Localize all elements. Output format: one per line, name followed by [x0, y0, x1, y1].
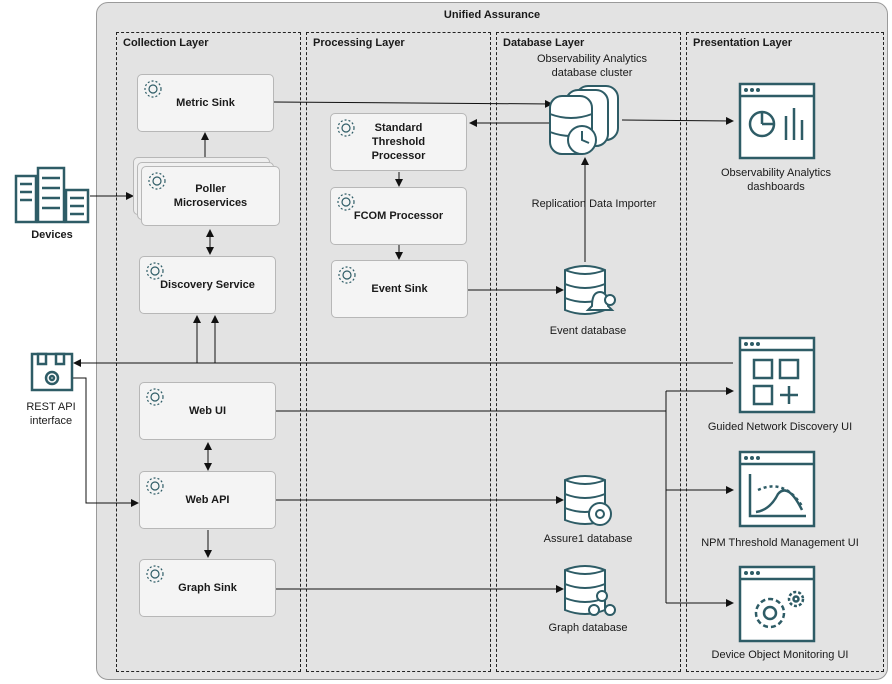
web-api-label: Web API	[185, 494, 230, 506]
rest-api-icon	[30, 352, 74, 392]
collection-layer-title: Collection Layer	[123, 37, 209, 49]
processing-layer: Processing Layer	[306, 32, 491, 672]
metric-sink-label: Metric Sink	[176, 97, 235, 109]
assure1-database-label: Assure1 database	[543, 533, 633, 545]
microservice-icon	[146, 262, 164, 280]
microservice-icon	[146, 388, 164, 406]
devices-icon	[14, 166, 90, 224]
device-object-monitoring-label: Device Object Monitoring UI	[711, 649, 849, 661]
database-layer: Database Layer	[496, 32, 681, 672]
replication-label: Replication Data Importer	[531, 198, 657, 210]
web-api-box[interactable]: Web API	[139, 471, 276, 529]
microservice-icon	[144, 80, 162, 98]
diagram-title: Unified Assurance	[443, 9, 541, 21]
fcom-processor-label: FCOM Processor	[353, 210, 444, 222]
graph-database-label: Graph database	[548, 622, 628, 634]
assure1-database-icon	[564, 475, 612, 526]
graph-sink-label: Graph Sink	[178, 582, 237, 594]
event-database-icon	[564, 265, 616, 315]
device-object-monitoring-icon[interactable]	[738, 565, 816, 643]
standard-threshold-label: Standard Threshold Processor	[371, 122, 426, 162]
graph-sink-box[interactable]: Graph Sink	[139, 559, 276, 617]
standard-threshold-box[interactable]: Standard Threshold Processor	[330, 113, 467, 171]
poller-box[interactable]: Poller Microservices	[141, 166, 280, 226]
event-sink-label: Event Sink	[371, 283, 428, 295]
database-layer-title: Database Layer	[503, 37, 585, 49]
analytics-dashboard-label: Observability Analytics dashboards	[720, 167, 832, 193]
event-database-label: Event database	[549, 325, 627, 337]
discovery-service-box[interactable]: Discovery Service	[139, 256, 276, 314]
microservice-icon	[148, 172, 166, 190]
rest-api-label: REST API interface	[26, 401, 76, 427]
microservice-icon	[338, 266, 356, 284]
microservice-icon	[337, 119, 355, 137]
processing-layer-title: Processing Layer	[313, 37, 405, 49]
guided-discovery-label: Guided Network Discovery UI	[707, 421, 853, 433]
microservice-icon	[146, 477, 164, 495]
discovery-service-label: Discovery Service	[160, 279, 255, 291]
web-ui-box[interactable]: Web UI	[139, 382, 276, 440]
guided-discovery-icon[interactable]	[738, 336, 816, 414]
cluster-label: Observability Analytics database cluster	[536, 53, 648, 79]
microservice-icon	[146, 565, 164, 583]
poller-label: Poller Microservices	[173, 183, 248, 209]
event-sink-box[interactable]: Event Sink	[331, 260, 468, 318]
collection-layer: Collection Layer	[116, 32, 301, 672]
graph-database-icon	[564, 565, 616, 616]
web-ui-label: Web UI	[188, 405, 227, 417]
npm-threshold-label: NPM Threshold Management UI	[701, 537, 859, 549]
database-cluster-icon	[549, 85, 619, 155]
presentation-layer: Presentation Layer	[686, 32, 884, 672]
analytics-dashboard-icon[interactable]	[738, 82, 816, 160]
microservice-icon	[337, 193, 355, 211]
npm-threshold-icon[interactable]	[738, 450, 816, 528]
presentation-layer-title: Presentation Layer	[693, 37, 793, 49]
devices-label: Devices	[31, 229, 73, 241]
metric-sink-box[interactable]: Metric Sink	[137, 74, 274, 132]
fcom-processor-box[interactable]: FCOM Processor	[330, 187, 467, 245]
